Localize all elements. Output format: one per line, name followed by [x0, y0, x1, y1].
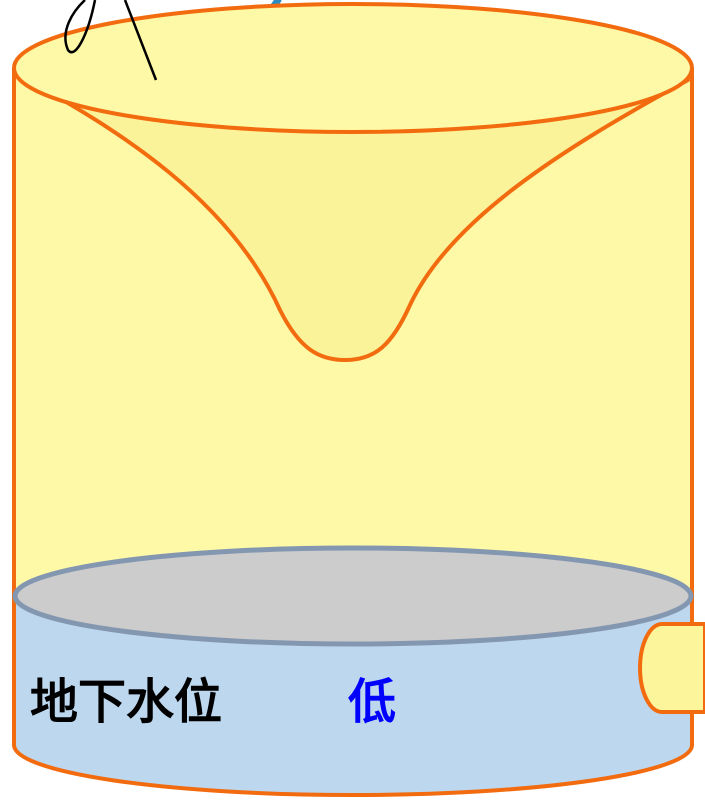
rope-line: [64, 0, 97, 54]
rope-line-diagonal: [123, 0, 158, 81]
water-surface: [12, 545, 694, 647]
water-column: [14, 598, 692, 795]
outlet-pipe: [638, 622, 705, 714]
cylinder-top-ellipse: [12, 2, 694, 134]
level-value-label: 低: [348, 674, 396, 730]
cylinder-bottom-rim: [12, 744, 694, 797]
depression-cone: [16, 73, 690, 362]
groundwater-level-label: 地下水位: [30, 674, 222, 730]
